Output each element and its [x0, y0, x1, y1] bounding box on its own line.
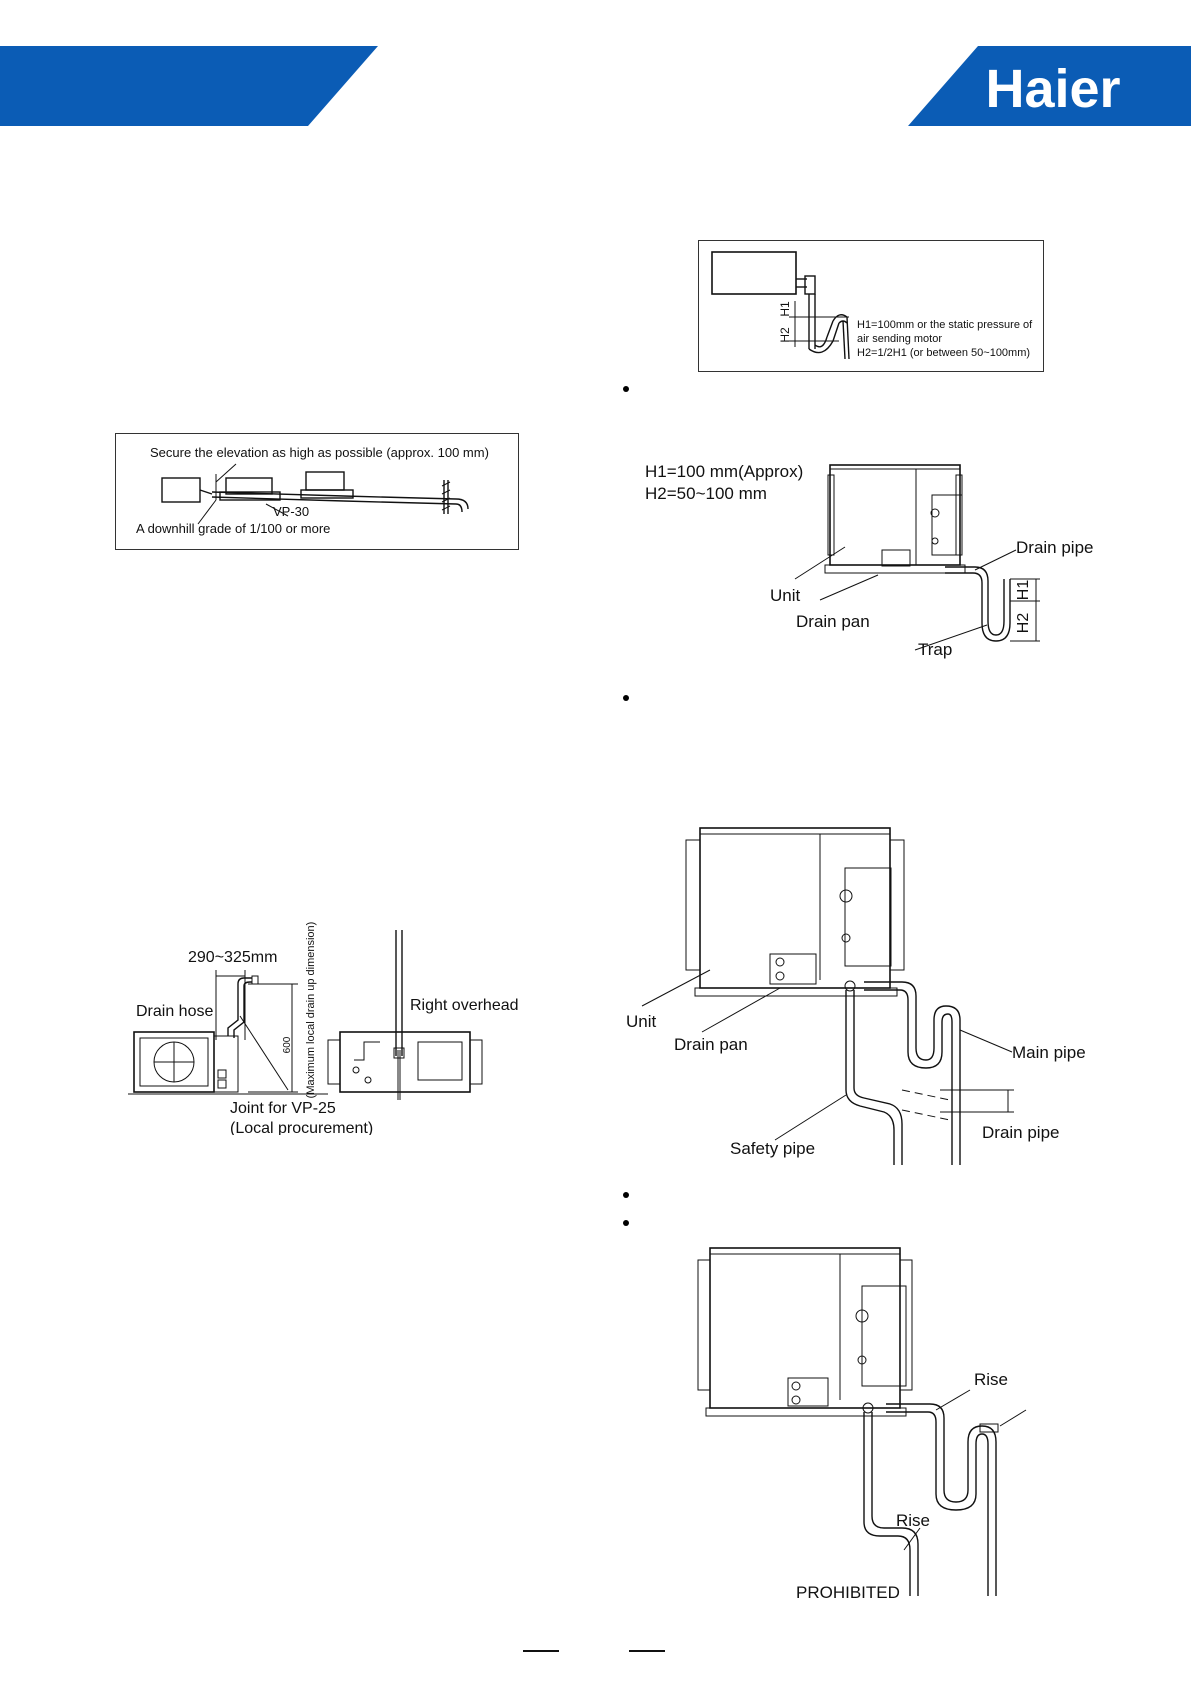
trap-small-label-h1: H1 — [778, 301, 792, 317]
slope-coupling-2 — [305, 471, 345, 491]
safety-label-drain-pan: Drain pan — [674, 1035, 748, 1054]
trap-spec-h1: H1=100 mm(Approx) — [645, 462, 803, 481]
drainup-right-overhead: Right overhead — [410, 997, 519, 1014]
drainup-unit-drawing — [128, 1031, 328, 1095]
trap-label-drain-pipe: Drain pipe — [1016, 538, 1094, 557]
trap-small-unit — [711, 251, 797, 295]
drainup-value-600: 600 — [282, 1036, 293, 1053]
figure-safety-pipe: Unit Drain pan Main pipe Drain pipe Safe… — [626, 827, 1086, 1165]
safety-label-unit: Unit — [626, 1012, 657, 1031]
slope-caption-bottom: A downhill grade of 1/100 or more — [136, 521, 330, 536]
figure-slope: Secure the elevation as high as possible… — [115, 433, 519, 550]
drainup-max-dimension: (Maximum local drain up dimension) — [305, 922, 317, 1099]
drainup-overhead-drawing — [327, 1031, 483, 1100]
slope-diagram: Secure the elevation as high as possible… — [136, 445, 489, 536]
trap-small-note-1: H1=100mm or the static pressure of — [857, 319, 1033, 331]
drainup-drain-hose: Drain hose — [136, 1003, 213, 1020]
bullet — [623, 1192, 629, 1198]
header-left-bar — [0, 46, 378, 126]
prohibited-label-prohibited: PROHIBITED — [796, 1583, 900, 1602]
brand-logo: Haier — [985, 59, 1120, 119]
drainup-dimension: 290~325mm — [188, 949, 277, 966]
prohibited-unit-drawing — [697, 1247, 913, 1417]
bullet — [623, 386, 629, 392]
figure-trap: H1=100 mm(Approx) H2=50~100 mm H1 H2 Uni… — [645, 462, 1094, 659]
trap-label-h2: H2 — [1015, 613, 1032, 634]
drainup-joint-line1: Joint for VP-25 — [230, 1100, 336, 1117]
page-rule-left — [523, 1650, 559, 1652]
page-rule-right — [629, 1650, 665, 1652]
trap-spec-h2: H2=50~100 mm — [645, 484, 767, 503]
trap-label-drain-pan: Drain pan — [796, 612, 870, 631]
prohibited-label-rise-mid: Rise — [896, 1511, 930, 1530]
trap-small-label-h2: H2 — [778, 327, 792, 343]
header-bars: Haier — [0, 46, 1191, 126]
safety-label-safety-pipe: Safety pipe — [730, 1139, 815, 1158]
trap-small-diagram: H1 H2 H1=100mm or the static pressure of… — [711, 251, 1033, 360]
safety-label-drain-pipe: Drain pipe — [982, 1123, 1060, 1142]
header-right-bar — [908, 46, 1191, 126]
prohibited-label-rise-top: Rise — [974, 1370, 1008, 1389]
bullet — [623, 695, 629, 701]
figure-trap-small: H1 H2 H1=100mm or the static pressure of… — [698, 240, 1044, 372]
trap-small-note-2: air sending motor — [857, 333, 942, 345]
slope-label-vp: VP-30 — [273, 504, 309, 519]
drainup-joint-line2: (Local procurement) — [230, 1120, 373, 1135]
safety-unit-drawing — [685, 827, 905, 997]
figure-drain-up: 290~325mm Drain hose 600 (Maximum local … — [128, 922, 519, 1135]
figure-prohibited: Rise Rise PROHIBITED — [697, 1247, 1027, 1602]
slope-coupling-1 — [225, 477, 273, 495]
trap-label-h1: H1 — [1015, 580, 1032, 601]
slope-unit — [161, 477, 201, 503]
trap-label-unit: Unit — [770, 586, 801, 605]
bullet — [623, 1220, 629, 1226]
trap-unit-drawing — [824, 464, 966, 574]
slope-caption-top: Secure the elevation as high as possible… — [150, 445, 489, 460]
trap-label-trap: Trap — [918, 640, 952, 659]
trap-small-note-3: H2=1/2H1 (or between 50~100mm) — [857, 347, 1030, 359]
safety-label-main-pipe: Main pipe — [1012, 1043, 1086, 1062]
